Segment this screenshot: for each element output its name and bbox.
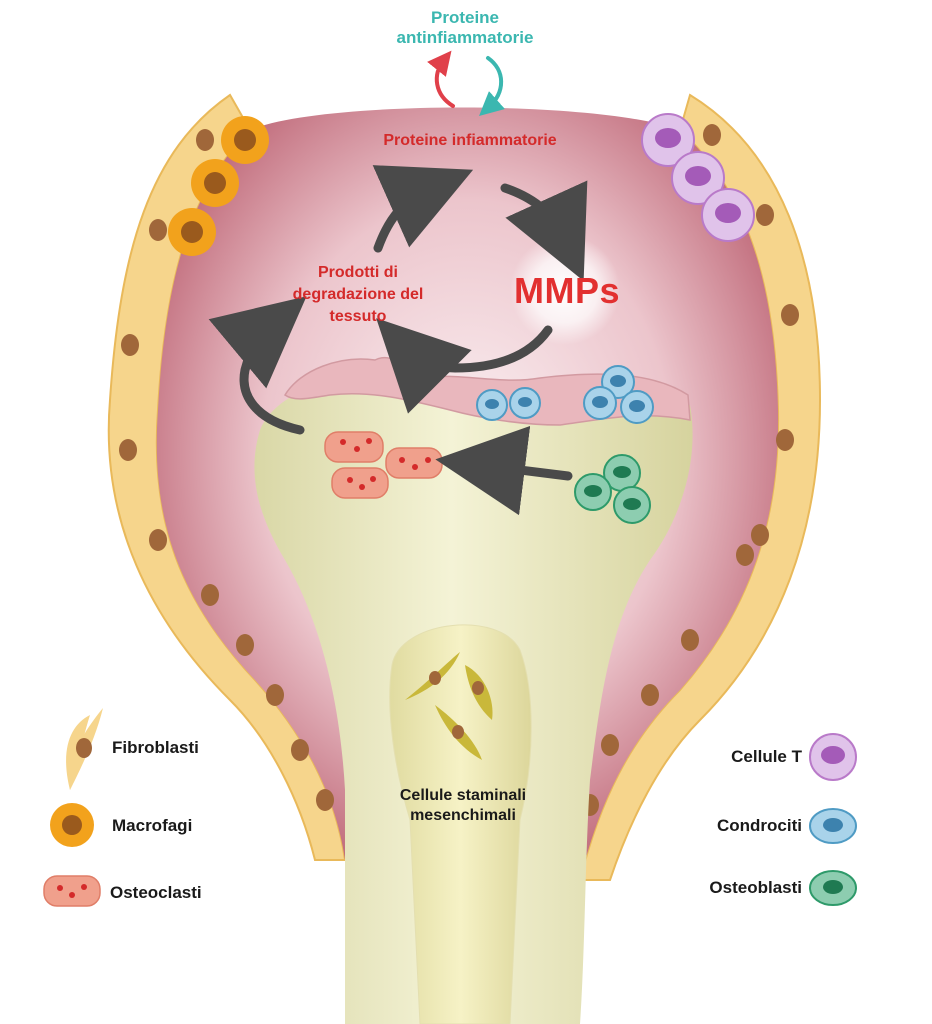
marrow-cavity	[389, 624, 532, 1024]
stem-line2: mesenchimali	[410, 807, 516, 824]
degradation-line3: tessuto	[329, 308, 387, 325]
fibroblasts-right	[581, 124, 799, 816]
chondrocytes	[476, 365, 654, 424]
macrophage-icon	[50, 803, 94, 847]
stem-cells-label: Cellule staminali mesenchimali	[368, 786, 558, 826]
degradation-label: Prodotti di degradazione del tessuto	[268, 262, 448, 328]
legend-osteoclasts-label: Osteoclasti	[110, 883, 202, 902]
fibroblasts-left	[119, 129, 334, 811]
antiinflammatory-label: Proteine antinfiammatorie	[380, 8, 550, 48]
chondrocyte-icon	[809, 808, 857, 844]
legend-osteoblasts-label: Osteoblasti	[709, 878, 802, 897]
feedback-arrows	[427, 50, 505, 116]
degradation-line1: Prodotti di	[318, 264, 398, 281]
degradation-line2: degradazione del	[292, 286, 424, 303]
osteoclast-icon	[43, 875, 101, 907]
osteoclasts	[324, 431, 443, 499]
legend-t-cells-label: Cellule T	[731, 747, 802, 766]
mmps-label: MMPs	[514, 270, 621, 311]
mesenchymal-stem-cells	[405, 652, 493, 760]
antiinflammatory-line2: antinfiammatorie	[396, 28, 534, 47]
t-cells	[641, 113, 755, 242]
legend-fibroblasts-label: Fibroblasti	[112, 738, 199, 757]
antiinflammatory-line1: Proteine	[430, 8, 500, 27]
osteoblast-icon	[809, 870, 857, 906]
osteoblasts	[574, 454, 651, 524]
t-cell-icon	[809, 733, 857, 781]
macrophages	[168, 116, 269, 256]
stem-line1: Cellule staminali	[399, 787, 527, 804]
inflammatory-label: Proteine infiammatorie	[383, 132, 557, 149]
legend-macrophages-label: Macrofagi	[112, 816, 193, 835]
legend-chondrocytes-label: Condrociti	[717, 816, 802, 835]
fibroblast-icon	[66, 708, 103, 790]
cycle-arrows	[208, 165, 588, 516]
